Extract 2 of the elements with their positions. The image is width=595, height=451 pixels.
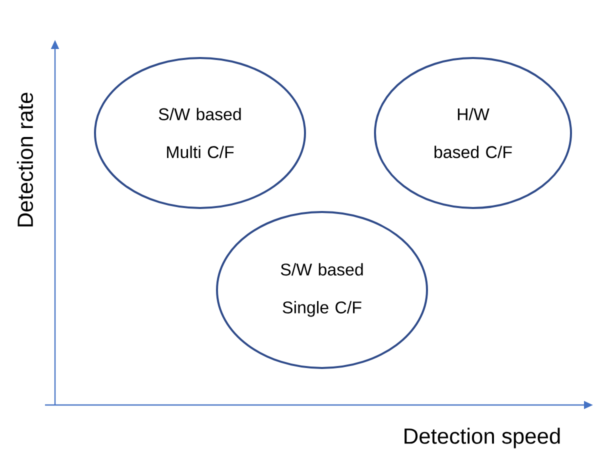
- axis-title: Detection rate: [16, 92, 34, 226]
- axis-title: Detection speed: [404, 428, 560, 448]
